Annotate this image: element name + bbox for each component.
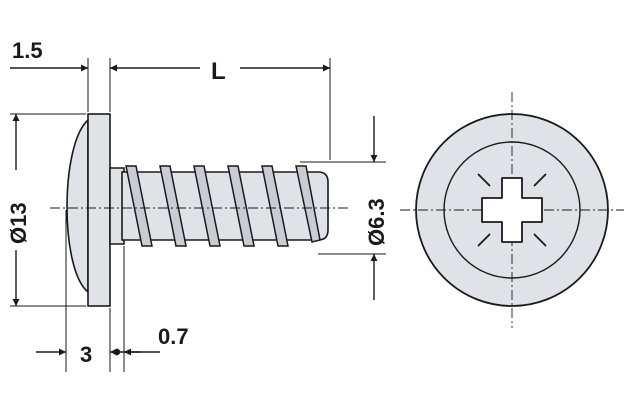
screw-head-dome: [66, 118, 89, 294]
dim-label-thread-gap: 0.7: [158, 324, 189, 349]
pozidriv-cross-icon: [477, 173, 547, 247]
screw-thread-crests: [125, 165, 321, 247]
dim-label-length: L: [211, 58, 226, 85]
screw-thread-body: [121, 171, 329, 241]
screw-side-view: [50, 113, 350, 307]
dim-label-flange-offset: 3: [80, 342, 92, 367]
screw-end-view: [400, 92, 624, 328]
dim-dot-thread-gap: [113, 348, 121, 356]
dim-label-head-diameter: Ø13: [6, 202, 31, 244]
dim-label-head-thickness: 1.5: [12, 38, 43, 63]
screw-flange: [87, 113, 111, 307]
dim-label-thread-diameter: Ø6.3: [364, 198, 389, 246]
screw-shank: [109, 167, 125, 245]
